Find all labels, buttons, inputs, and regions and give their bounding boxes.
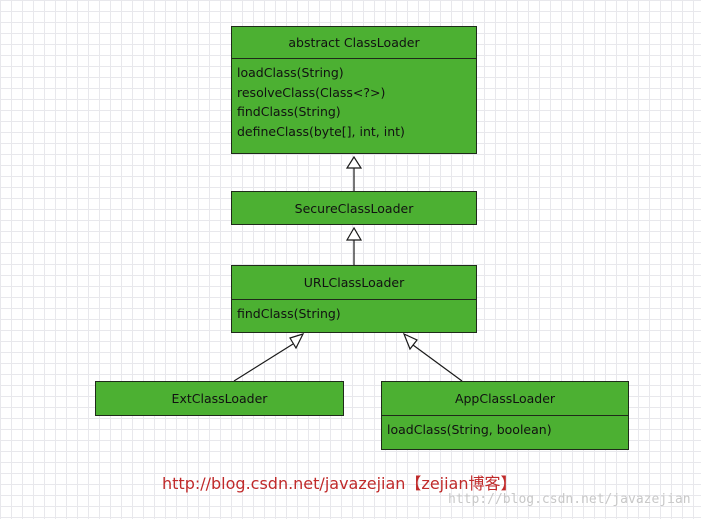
- method-item: findClass(String): [237, 104, 341, 119]
- method-item: loadClass(String, boolean): [387, 422, 552, 437]
- classloader-methods: loadClass(String) resolveClass(Class<?>)…: [232, 58, 476, 145]
- generalization-arrowhead: [402, 332, 418, 351]
- classloader-title: abstract ClassLoader: [288, 35, 420, 50]
- generalization-line: [412, 344, 463, 382]
- method-item: defineClass(byte[], int, int): [237, 123, 405, 139]
- generalization-line: [233, 343, 294, 382]
- extclassloader-class[interactable]: ExtClassLoader: [95, 381, 344, 416]
- secureclassloader-title: SecureClassLoader: [294, 200, 414, 216]
- method-item: resolveClass(Class<?>): [237, 84, 386, 100]
- secureclassloader-class[interactable]: SecureClassLoader: [231, 191, 477, 225]
- generalization-arrowhead: [345, 155, 363, 169]
- method-item: findClass(String): [237, 306, 341, 321]
- generalization-arrowhead: [289, 333, 305, 350]
- blog-watermark: http://blog.csdn.net/javazejian【zejian博客…: [162, 474, 517, 493]
- urlclassloader-title: URLClassLoader: [303, 275, 405, 290]
- faint-watermark: http://blog.csdn.net/javazejian: [448, 492, 691, 507]
- urlclassloader-class[interactable]: URLClassLoader findClass(String): [231, 265, 477, 333]
- appclassloader-class[interactable]: AppClassLoader loadClass(String, boolean…: [381, 381, 629, 450]
- generalization-arrowhead: [345, 226, 363, 241]
- appclassloader-methods: loadClass(String, boolean): [382, 415, 628, 444]
- urlclassloader-methods: findClass(String): [232, 299, 476, 328]
- appclassloader-title: AppClassLoader: [454, 391, 556, 406]
- method-item: loadClass(String): [237, 65, 344, 80]
- classloader-class[interactable]: abstract ClassLoader loadClass(String) r…: [231, 26, 477, 154]
- extclassloader-title: ExtClassLoader: [171, 391, 268, 406]
